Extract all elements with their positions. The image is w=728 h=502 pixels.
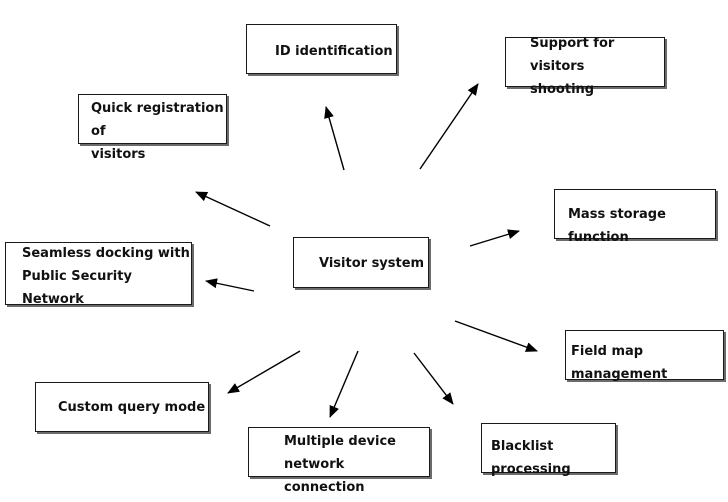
node-custom-query: Custom query mode (35, 382, 209, 432)
node-id-identification: ID identification (246, 24, 397, 74)
arrow-to-field-map (454, 320, 538, 352)
center-node-label: Visitor system (319, 256, 425, 271)
node-label: Multiple device network connection (284, 434, 396, 495)
node-label: Field map management (571, 344, 668, 382)
node-label: Quick registration of visitors (91, 101, 224, 162)
node-label: Custom query mode (58, 400, 206, 415)
arrow-to-seamless-docking (205, 278, 255, 292)
node-multiple-device: Multiple device network connection (248, 427, 430, 495)
node-label: Support for visitors shooting (530, 36, 615, 97)
node-support-visitors-shooting: Support for visitors shooting (505, 36, 665, 97)
node-blacklist: Blacklist processing (481, 423, 616, 477)
arrow-to-multiple-device (329, 350, 359, 418)
arrow-to-custom-query (227, 350, 301, 394)
arrow-to-quick-registration (195, 191, 271, 227)
arrow-to-mass-storage (469, 229, 520, 247)
node-label: Mass storage function (568, 207, 666, 245)
node-label: Seamless docking with Public Security Ne… (22, 246, 190, 307)
arrow-to-blacklist (413, 352, 454, 405)
node-label: ID identification (275, 44, 393, 59)
node-label: Blacklist processing (491, 439, 571, 477)
node-quick-registration: Quick registration of visitors (78, 94, 227, 162)
arrow-to-id-identification (324, 106, 345, 171)
node-seamless-docking: Seamless docking with Public Security Ne… (5, 242, 192, 307)
center-node-visitor-system: Visitor system (293, 237, 429, 288)
node-field-map: Field map management (565, 330, 724, 382)
arrow-to-support-visitors-shooting (419, 83, 479, 170)
node-mass-storage: Mass storage function (554, 189, 716, 245)
